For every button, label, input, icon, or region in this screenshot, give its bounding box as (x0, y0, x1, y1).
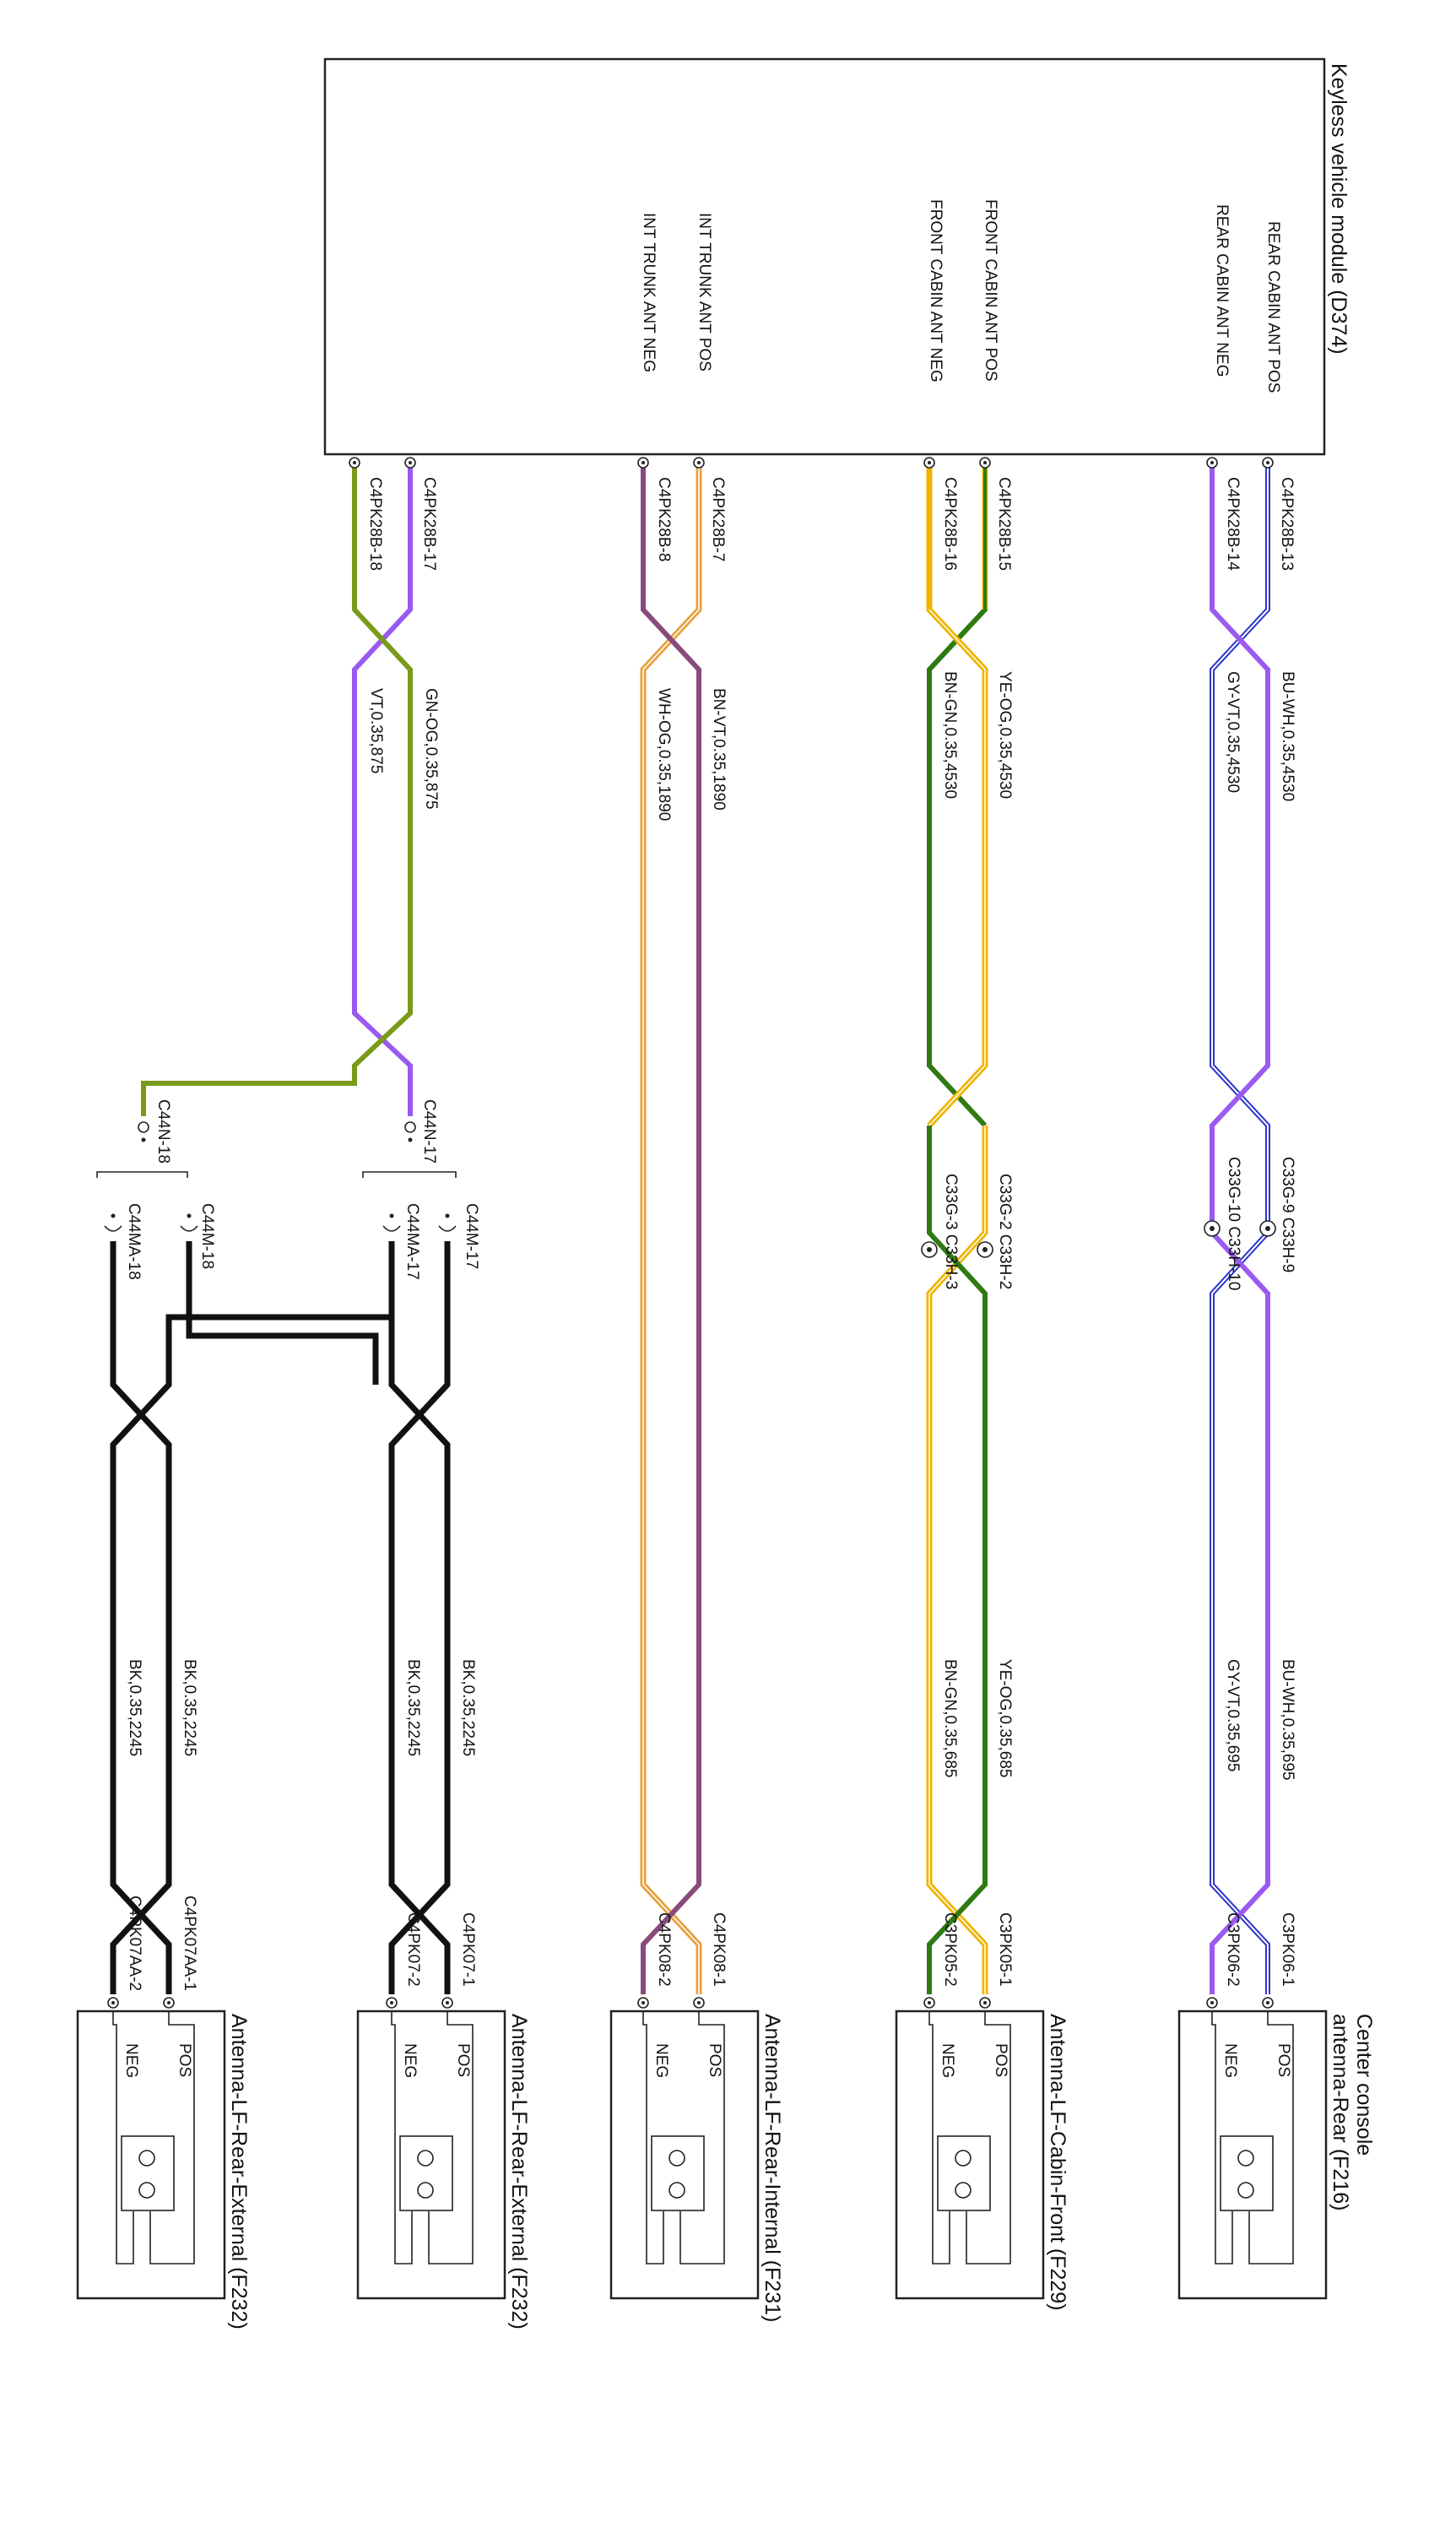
wire-bk (388, 1241, 451, 1994)
device-title: antenna-Rear (F216) (1329, 2014, 1352, 2210)
module-pin-label: FRONT CABIN ANT POS (982, 199, 999, 382)
inline-connector-c33 (921, 1220, 1276, 1258)
module-pin-label: REAR CABIN ANT NEG (1213, 204, 1231, 377)
wire-label: VT,0.35,875 (367, 688, 385, 773)
connector-label: C44M-18 (198, 1203, 216, 1269)
wire-label: BN-VT,0.35,1890 (710, 688, 728, 811)
connector-label: C44N-17 (420, 1099, 438, 1163)
wire-label: BK,0.35,2245 (459, 1659, 477, 1756)
connector-label: C4PK28B-13 (1278, 477, 1296, 571)
wire-label: WH-OG,0.35,1890 (655, 688, 673, 821)
connector-label: C44MA-18 (125, 1203, 143, 1280)
connector-label: C3PK06-2 (1224, 1912, 1242, 1987)
device-pin-label: NEG (652, 2043, 670, 2078)
connector-label: C33G-3 C33H-3 (942, 1174, 960, 1289)
wire-label: BN-GN,0.35,4530 (941, 671, 959, 799)
device-title: Antenna-LF-Rear-External (F232) (227, 2014, 251, 2330)
connector-label: C4PK08-2 (655, 1912, 673, 1987)
device-antenna-cabin-front (895, 2010, 1045, 2300)
connector-label: C4PK28B-16 (941, 477, 959, 571)
device-title: Center console (1352, 2014, 1376, 2156)
connector-label: C4PK08-1 (710, 1912, 728, 1987)
module-title: Keyless vehicle module (D374) (1327, 63, 1350, 355)
device-antenna-rear-external-2 (76, 2010, 226, 2300)
connector-label: C4PK28B-8 (655, 477, 673, 561)
inline-connector-c44 (96, 1121, 457, 1232)
device-pin-label: NEG (1221, 2043, 1239, 2078)
connector-label: C33G-9 C33H-9 (1279, 1157, 1296, 1272)
device-pin-label: POS (992, 2043, 1009, 2077)
connector-label: C4PK28B-17 (420, 477, 438, 571)
device-pin-label: POS (1275, 2043, 1292, 2077)
wire-gy-vt (1210, 463, 1270, 1994)
device-pin-label: NEG (939, 2043, 956, 2078)
connector-label: C3PK05-1 (996, 1912, 1014, 1987)
wire-gn-og (141, 463, 413, 1116)
connector-label: C33G-2 C33H-2 (996, 1174, 1014, 1289)
device-pin-label: POS (454, 2043, 472, 2077)
connector-label: C3PK05-2 (941, 1912, 959, 1987)
connector-label: C4PK28B-18 (366, 477, 384, 571)
device-pin-label: NEG (401, 2043, 419, 2078)
module-pin-label: INT TRUNK ANT POS (696, 213, 713, 372)
wire-bk (110, 1241, 395, 1994)
wire-label: BU-WH,0.35,4530 (1279, 671, 1296, 801)
device-title: Antenna-LF-Rear-Internal (F231) (760, 2014, 784, 2322)
wire-bk (110, 1241, 172, 1994)
wire-label: BK,0.35,2245 (404, 1659, 422, 1756)
connector-label: C3PK06-1 (1279, 1912, 1296, 1987)
wire-label: GY-VT,0.35,4530 (1224, 671, 1242, 793)
module-pin-label: FRONT CABIN ANT NEG (927, 199, 945, 382)
connector-label: C44N-18 (154, 1099, 172, 1163)
wire-label: BK,0.35,2245 (181, 1659, 198, 1756)
connector-label: C44MA-17 (403, 1203, 421, 1280)
wire-bk (388, 1241, 451, 1994)
connector-label: C4PK07AA-2 (126, 1896, 143, 1991)
wire-label: GY-VT,0.35,695 (1224, 1659, 1242, 1771)
connector-label: C4PK28B-15 (995, 477, 1013, 571)
wire-wh-og (641, 463, 701, 1994)
wire-vt (352, 463, 413, 1116)
wire-label: BK,0.35,2245 (126, 1659, 143, 1756)
device-title: Antenna-LF-Rear-External (F232) (507, 2014, 531, 2330)
connector-label: C4PK28B-7 (709, 477, 727, 561)
connector-label: C4PK07-2 (404, 1912, 422, 1987)
device-title: Antenna-LF-Cabin-Front (F229) (1046, 2014, 1069, 2311)
connector-label: C44M-17 (463, 1203, 480, 1269)
connector-label: C33G-10 C33H-10 (1225, 1157, 1242, 1290)
connector-label: C4PK28B-14 (1224, 477, 1242, 571)
wire-bu-wh (1210, 463, 1270, 1994)
module-box (323, 57, 1326, 456)
wire-label: GN-OG,0.35,875 (422, 688, 440, 810)
wire-label: YE-OG,0.35,4530 (996, 671, 1014, 799)
module-pin-label: REAR CABIN ANT POS (1264, 221, 1282, 393)
module-pin-label: INT TRUNK ANT NEG (640, 213, 658, 372)
device-center-console-antenna-rear (1177, 2010, 1328, 2300)
wire-bk (186, 1241, 379, 1385)
wire-label: YE-OG,0.35,685 (996, 1659, 1014, 1777)
wire-label: BN-GN,0.35,685 (941, 1659, 959, 1777)
device-pins (107, 1997, 1274, 2009)
device-pin-label: POS (176, 2043, 193, 2077)
device-antenna-rear-internal (609, 2010, 760, 2300)
wire-label: BU-WH,0.35,695 (1279, 1659, 1296, 1781)
connector-label: C4PK07AA-1 (181, 1896, 198, 1991)
connector-label: C4PK07-1 (459, 1912, 477, 1987)
device-pin-label: NEG (122, 2043, 140, 2078)
device-pin-label: POS (706, 2043, 723, 2077)
device-antenna-rear-external (356, 2010, 506, 2300)
wire-bn-vt (640, 463, 702, 1994)
module-pins (349, 457, 1274, 469)
